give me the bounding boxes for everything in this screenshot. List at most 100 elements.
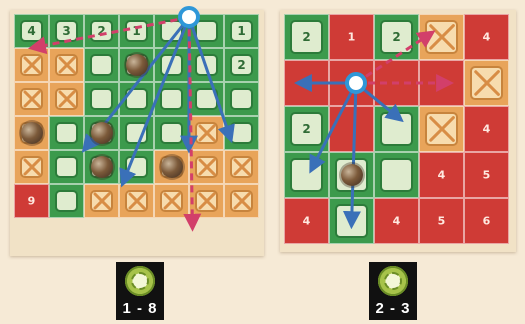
board-cell [119,150,154,184]
cell-tile [20,88,43,110]
board-cell [419,106,464,152]
cell-number: 4 [420,169,463,182]
board-cell [154,116,189,150]
robot-token-icon [91,156,113,178]
cell-tile [55,122,78,144]
cell-number: 2 [225,58,258,72]
cell-tile [55,88,78,110]
gear-icon [375,266,411,296]
cell-tile [195,122,218,144]
cell-tile [380,158,413,192]
cell-number: 4 [15,24,48,38]
board-cell [119,116,154,150]
board-cell [329,198,374,244]
board-cell [49,48,84,82]
robot-token-icon [341,164,363,186]
board-cell: 2 [84,14,119,48]
cell-tile [230,122,253,144]
cell-number: 5 [465,169,508,182]
board-cell [224,150,259,184]
left-badge-label: 1 - 8 [116,300,164,317]
cell-tile [55,190,78,212]
cell-tile [125,122,148,144]
board-cell: 4 [284,198,329,244]
cell-tile [290,158,323,192]
board-cell [49,82,84,116]
robot-token-icon [91,122,113,144]
board-cell [49,116,84,150]
board-cell [49,150,84,184]
cell-number: 2 [375,30,418,44]
board-cell [464,60,509,106]
board-cell: 1 [224,14,259,48]
board-cell [14,82,49,116]
cell-tile [90,190,113,212]
cell-tile [195,156,218,178]
board-cell: 2 [224,48,259,82]
cell-tile [90,88,113,110]
cell-number: 4 [285,215,328,228]
board-cell [374,60,419,106]
board-cell: 2 [374,14,419,60]
cell-tile [230,156,253,178]
cell-tile [425,20,458,54]
board-cell [14,150,49,184]
board-cell [224,82,259,116]
board-cell [14,48,49,82]
board-cell: 1 [119,14,154,48]
board-cell [189,150,224,184]
board-cell [119,82,154,116]
board-cell: 4 [464,14,509,60]
cell-number: 6 [465,215,508,228]
board-cell: 9 [14,184,49,218]
cell-tile [160,122,183,144]
cell-tile [20,54,43,76]
cell-number: 1 [330,31,373,44]
board-cell: 4 [464,106,509,152]
board-cell: 2 [284,14,329,60]
cell-tile [125,190,148,212]
right-card-badge: 2 - 3 [369,262,417,320]
board-cell [154,48,189,82]
cell-tile [230,190,253,212]
board-cell: 4 [14,14,49,48]
cell-tile [160,88,183,110]
board-cell [329,106,374,152]
board-cell [189,82,224,116]
board-cell [419,60,464,106]
board-cell: 5 [464,152,509,198]
cell-number: 1 [120,24,153,38]
cell-tile [195,190,218,212]
cell-tile [20,156,43,178]
board-cell: 4 [419,152,464,198]
board-cell: 4 [374,198,419,244]
gear-icon [122,266,158,296]
cell-tile [160,190,183,212]
cell-tile [380,112,413,146]
board-cell [84,48,119,82]
board-cell [284,60,329,106]
board-cell [84,184,119,218]
board-cell [374,152,419,198]
cell-tile [160,54,183,76]
cell-tile [335,204,368,238]
board-cell: 6 [464,198,509,244]
board-cell [119,184,154,218]
cell-tile [125,156,148,178]
cell-number: 4 [375,215,418,228]
board-cell [419,14,464,60]
robot-token-icon [161,156,183,178]
cell-number: 9 [15,195,48,208]
cell-tile [125,88,148,110]
cell-number: 4 [465,123,508,136]
cell-tile [425,112,458,146]
cell-number: 5 [420,215,463,228]
board-cell [224,184,259,218]
cell-number: 4 [465,31,508,44]
left-card-badge: 1 - 8 [116,262,164,320]
board-cell [189,116,224,150]
